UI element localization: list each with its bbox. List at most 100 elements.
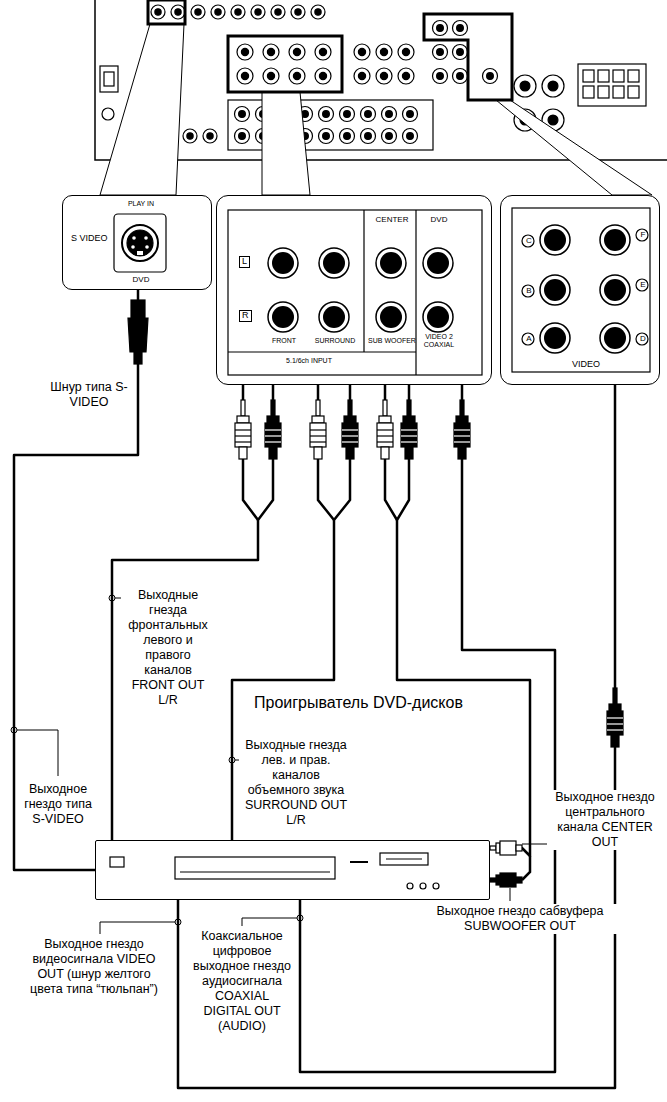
jack-center [548, 81, 558, 91]
plug-grip [310, 429, 326, 430]
jack-center [267, 72, 274, 79]
plug-grip [607, 717, 623, 718]
plug-grip [377, 429, 393, 430]
jack [453, 45, 468, 60]
leader-line [242, 918, 300, 926]
receiver-jacks [123, 5, 639, 144]
cable [300, 385, 555, 1072]
rca-jack-center [427, 306, 449, 328]
speaker-terminal [583, 86, 594, 98]
jack [354, 68, 370, 84]
rca-jack [268, 302, 298, 332]
rca-jack-center [544, 229, 566, 251]
callout-label: Выходное гнездо типа S-VIDEO [22, 782, 94, 827]
jack-center [344, 111, 351, 118]
callout-label: Выходное гнездо видеосигнала VIDEO OUT (… [18, 937, 170, 997]
jack-center [215, 9, 221, 15]
cable [178, 385, 615, 1088]
rca-jack [600, 225, 630, 255]
rca-jack [600, 323, 630, 353]
jack [433, 21, 448, 36]
zoom-wedge [496, 100, 652, 195]
panel-divider [228, 351, 416, 352]
jack [311, 5, 325, 19]
callout-ground [62, 195, 212, 290]
jack-pin [145, 245, 149, 249]
plug-boot [458, 447, 466, 459]
input-panel [228, 210, 482, 375]
plug-grip [310, 441, 326, 442]
plug-body [310, 423, 326, 447]
jack-center [239, 111, 246, 118]
plug-collar [496, 843, 500, 853]
jack [376, 68, 392, 84]
rca-plug [454, 400, 470, 459]
jack [403, 129, 418, 144]
highlight-frames [148, 0, 512, 100]
jack-label: L [239, 256, 250, 268]
plug-collar [312, 416, 324, 423]
svideo-jack [114, 214, 166, 272]
jack-center [407, 111, 414, 118]
jack-label: 5.1/6ch INPUT [286, 357, 332, 365]
jack-label: SUB WOOFER [368, 337, 416, 345]
plug-boot [134, 352, 142, 364]
rca-jack-center [544, 279, 566, 301]
rca-jack-center [544, 327, 566, 349]
jack [235, 107, 250, 122]
jack-label: DVD [133, 275, 150, 285]
jack-center [358, 72, 365, 79]
jack-center [548, 115, 558, 125]
rca-jack-center [272, 306, 294, 328]
plug-collar [456, 416, 468, 423]
plug-grip [401, 441, 417, 442]
plug-pin [241, 400, 245, 416]
plug-body [401, 423, 417, 447]
plug-grip [235, 441, 251, 442]
jack-label: E [640, 280, 645, 290]
plug-collar [267, 416, 279, 423]
jack [453, 21, 468, 36]
jack-center [175, 9, 181, 15]
plug-body [235, 423, 251, 447]
control-button [433, 883, 439, 889]
plug-grip [377, 435, 393, 436]
plug-pin [348, 400, 352, 416]
speaker-terminal [598, 86, 609, 98]
rca-jack [376, 302, 406, 332]
rca-jacks [268, 225, 630, 353]
rca-jack [423, 302, 453, 332]
callout-label: Выходное гнездо центрального канала CENT… [547, 790, 663, 850]
jack [398, 68, 414, 84]
jack-label: VIDEO 2 COAXIAL [416, 333, 462, 348]
plug-boot [381, 447, 389, 459]
rca-plug [265, 400, 281, 459]
jack-center [241, 72, 248, 79]
jack [433, 69, 448, 84]
jack [237, 68, 253, 84]
plug-grip [377, 441, 393, 442]
rca-jack-center [380, 306, 402, 328]
jack-center [241, 48, 248, 55]
plug-body [128, 318, 148, 352]
highlight-frame [228, 36, 342, 92]
cable-branch [522, 856, 530, 880]
jack-center [457, 73, 464, 80]
jack-center [293, 72, 300, 79]
jack-center [195, 9, 201, 15]
plug-pin [407, 400, 411, 416]
jack-label: D [640, 334, 646, 344]
disc-tray [180, 871, 330, 872]
highlight-frame [424, 14, 512, 100]
plug-boot [346, 447, 354, 459]
plug-grip [235, 435, 251, 436]
device-heading: Проигрыватель DVD-дисков [251, 693, 466, 712]
jack-center [457, 25, 464, 32]
jack-label: FRONT [272, 337, 296, 345]
jack [289, 44, 305, 60]
plug-grip [607, 729, 623, 730]
plug-grip [342, 441, 358, 442]
jack [361, 107, 376, 122]
speaker-terminal [598, 70, 609, 82]
rca-jack [423, 248, 453, 278]
